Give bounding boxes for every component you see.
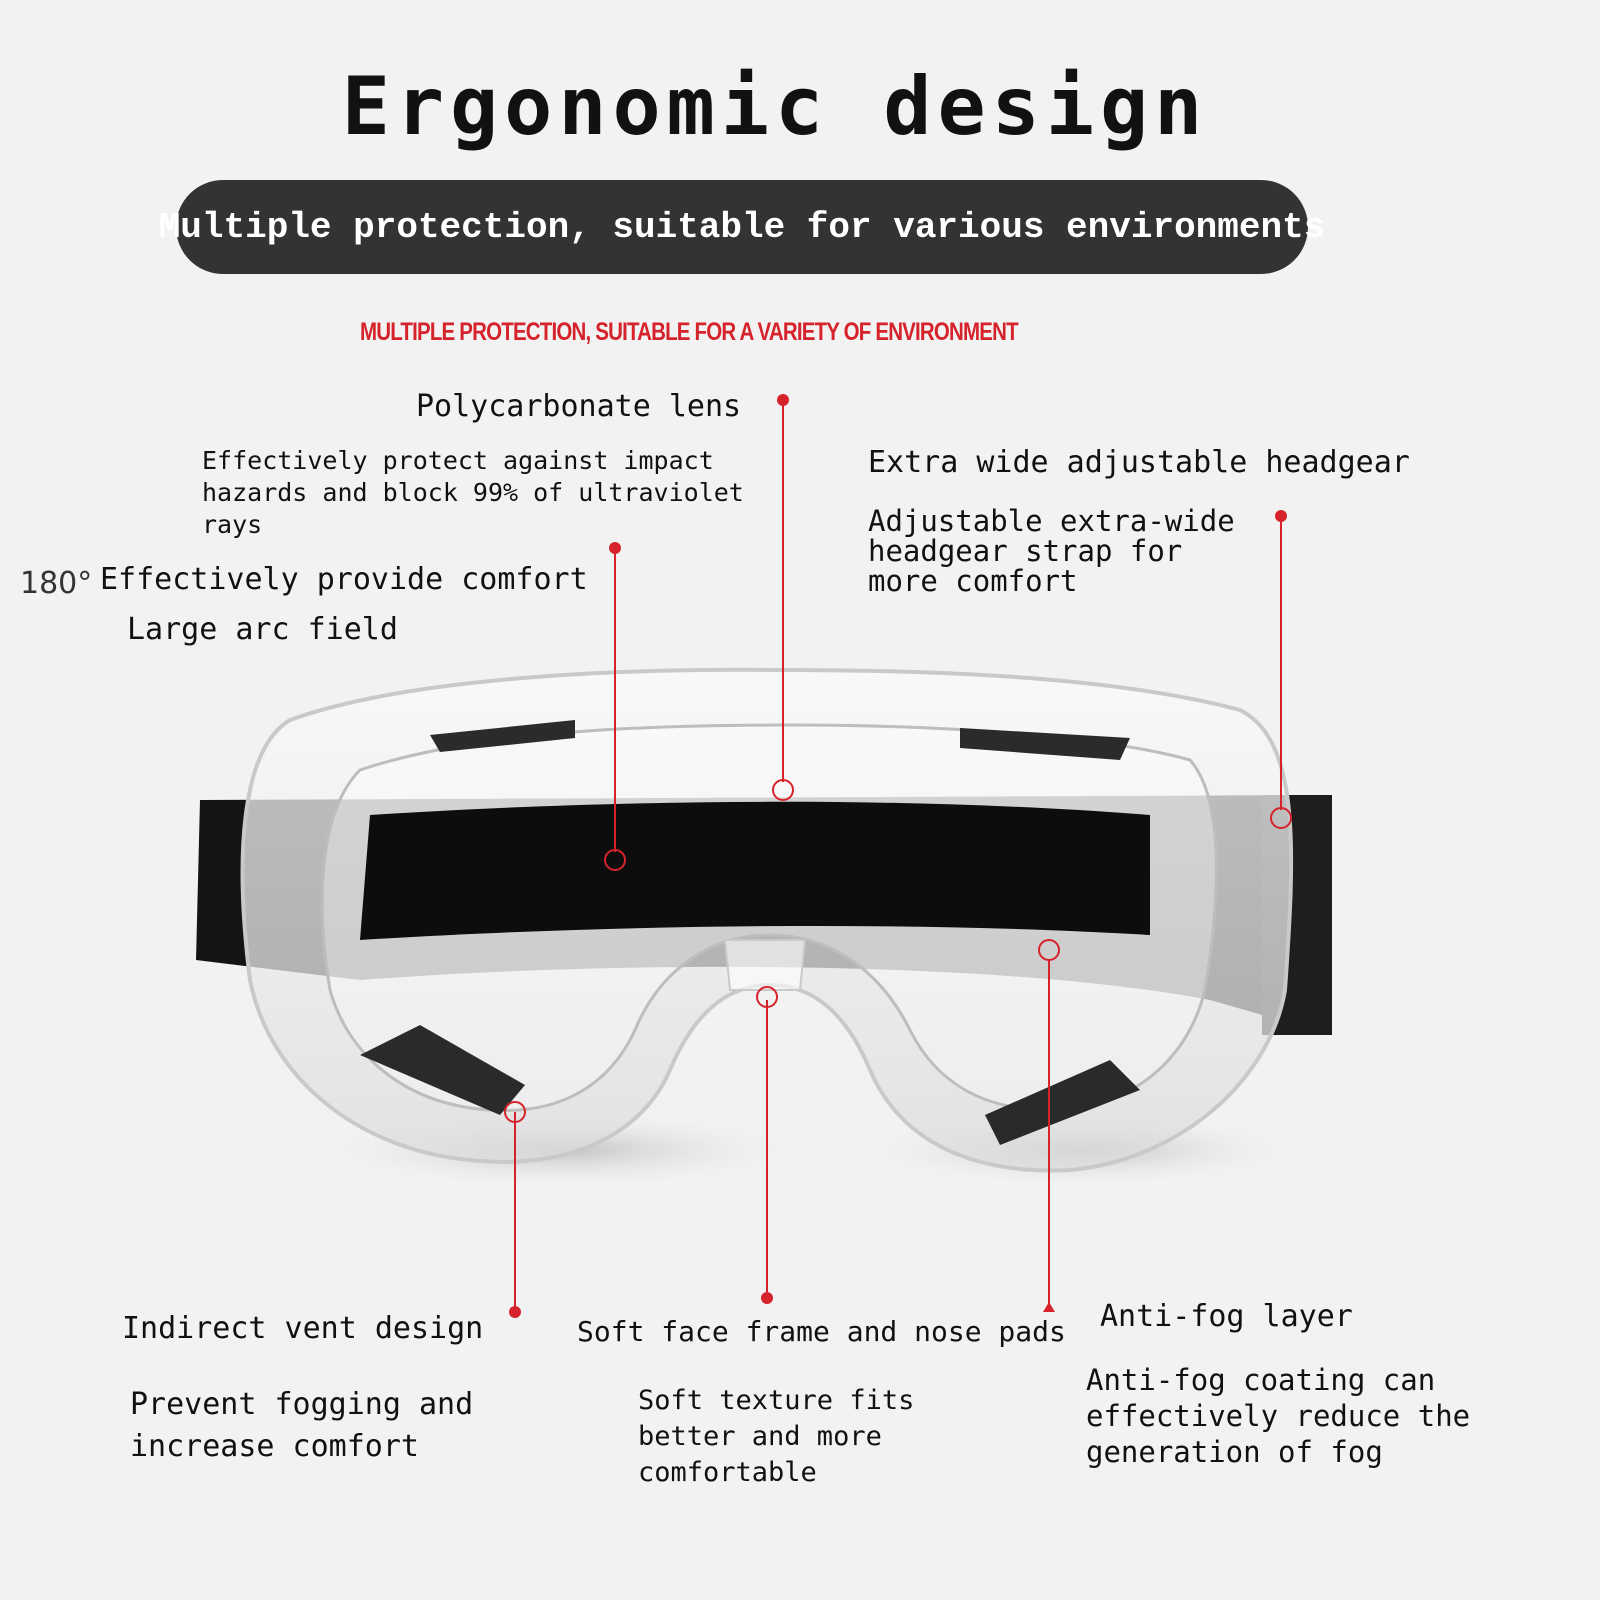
banner: Multiple protection, suitable for variou… <box>159 180 1325 274</box>
callout-rings <box>504 779 1292 1123</box>
callout-lines <box>514 400 1282 1312</box>
strap-through-lens <box>360 801 1150 940</box>
callout-dot-headgear <box>1275 510 1287 522</box>
callout-ring-antifog <box>1038 939 1060 961</box>
field-label: Effectively provide comfort <box>100 562 588 597</box>
degree-label: 180° <box>20 566 93 601</box>
vent-desc-line: Prevent fogging and <box>130 1387 474 1422</box>
headgear-desc-line: headgear strap for <box>868 534 1183 568</box>
vent-desc-line: increase comfort <box>130 1429 419 1464</box>
lens-label: Polycarbonate lens <box>416 389 742 424</box>
face-frame-desc-line: better and more <box>638 1421 882 1452</box>
callout-ring-lens <box>772 779 794 801</box>
face-frame-description: Soft texture fits better and more comfor… <box>638 1383 914 1491</box>
antifog-desc-line: generation of fog <box>1086 1435 1383 1469</box>
antifog-description: Anti-fog coating can effectively reduce … <box>1086 1362 1470 1470</box>
antifog-desc-line: effectively reduce the <box>1086 1399 1471 1433</box>
headgear-desc-line: Adjustable extra-wide <box>868 504 1235 538</box>
antifog-label: Anti-fog layer <box>1100 1299 1353 1334</box>
banner-text: Multiple protection, suitable for variou… <box>158 206 1326 248</box>
page-title: Ergonomic design <box>341 60 1209 153</box>
lens-desc-line: Effectively protect against impact <box>202 446 714 475</box>
headgear-description: Adjustable extra-wide headgear strap for… <box>868 506 1235 596</box>
headgear-desc-line: more comfort <box>868 564 1078 598</box>
callout-dot-lens <box>777 394 789 406</box>
nose-bridge <box>723 939 807 991</box>
vent-label: Indirect vent design <box>122 1311 484 1346</box>
top-vent-left <box>430 720 575 752</box>
field-sub-label: Large arc field <box>127 612 398 647</box>
callout-dot-face-frame <box>761 1292 773 1304</box>
headgear-label: Extra wide adjustable headgear <box>868 445 1410 480</box>
callout-ring-face-frame <box>756 986 778 1008</box>
face-frame-desc-line: Soft texture fits <box>638 1385 915 1416</box>
red-subtitle: MULTIPLE PROTECTION, SUITABLE FOR A VARI… <box>360 318 1019 346</box>
callout-ring-headgear <box>1270 807 1292 829</box>
lens-desc-line: rays <box>202 510 263 539</box>
lens-desc-line: hazards and block 99% of ultraviolet <box>202 478 744 507</box>
face-frame-desc-line: comfortable <box>638 1457 817 1488</box>
face-frame-label: Soft face frame and nose pads <box>577 1315 1066 1348</box>
vent-description: Prevent fogging and increase comfort <box>130 1384 473 1468</box>
callout-ring-field <box>604 849 626 871</box>
antifog-desc-line: Anti-fog coating can <box>1086 1363 1436 1397</box>
callout-ring-vent <box>504 1101 526 1123</box>
callout-dot-antifog <box>1043 1302 1055 1312</box>
lens-description: Effectively protect against impact hazar… <box>202 445 744 541</box>
vent-pad-right <box>985 1060 1140 1145</box>
callout-dot-field <box>609 542 621 554</box>
top-vent-right <box>960 728 1130 760</box>
callout-dots <box>509 394 1287 1318</box>
vent-pad-left <box>360 1025 525 1115</box>
callout-dot-vent <box>509 1306 521 1318</box>
